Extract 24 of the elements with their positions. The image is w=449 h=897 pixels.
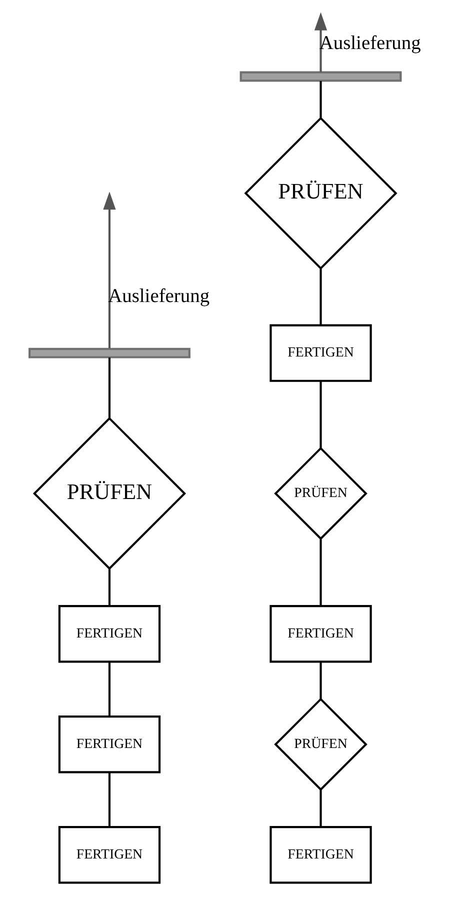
node-box: FERTIGEN	[270, 826, 372, 884]
connector	[320, 381, 322, 448]
connector	[108, 772, 111, 827]
connector	[320, 81, 322, 118]
connector	[108, 568, 111, 606]
node-box: FERTIGEN	[270, 605, 372, 663]
node-bar	[240, 71, 402, 82]
node-diamond: PRÜFEN	[274, 446, 368, 540]
node-diamond: PRÜFEN	[244, 116, 398, 270]
arrow	[103, 192, 116, 348]
node-box: FERTIGEN	[58, 605, 161, 663]
node-box: FERTIGEN	[58, 826, 161, 884]
connector	[320, 790, 322, 827]
connector	[320, 662, 322, 700]
node-diamond: PRÜFEN	[274, 698, 368, 792]
node-box: FERTIGEN	[58, 716, 161, 774]
connector	[320, 539, 322, 606]
node-box: FERTIGEN	[270, 324, 372, 382]
connector	[320, 268, 322, 326]
connector	[108, 358, 111, 418]
node-diamond: PRÜFEN	[32, 416, 186, 570]
node-bar	[28, 348, 190, 358]
connector	[108, 662, 111, 716]
arrow	[314, 12, 328, 72]
